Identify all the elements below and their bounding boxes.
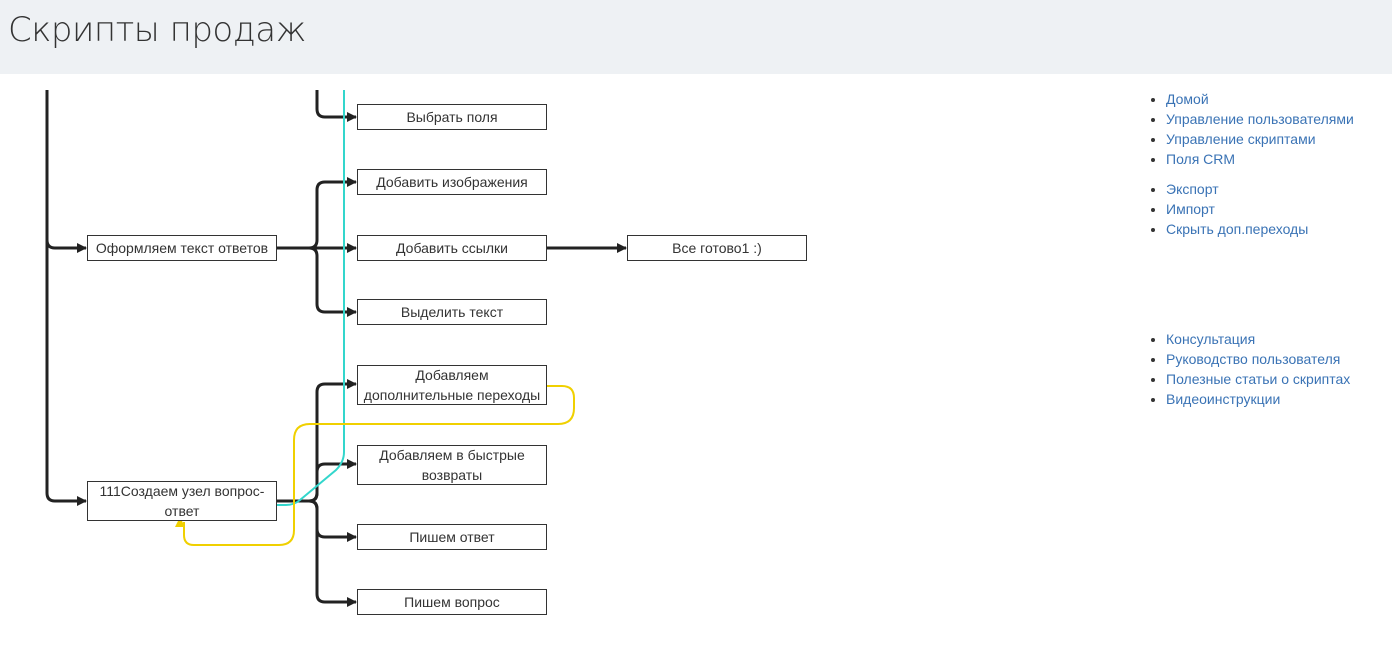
node-create-node[interactable]: 111Создаем узел вопрос-ответ (87, 481, 277, 521)
menu-link-home[interactable]: Домой (1166, 91, 1209, 107)
main-menu: Домой Управление пользователями Управлен… (1148, 89, 1354, 169)
menu-link-videos[interactable]: Видеоинструкции (1166, 391, 1281, 407)
edge-write-question (277, 499, 357, 607)
menu-item-articles: Полезные статьи о скриптах (1166, 369, 1350, 389)
menu-item-import: Импорт (1166, 199, 1308, 219)
menu-item-hide-transitions: Скрыть доп.переходы (1166, 219, 1308, 239)
tools-menu: Экспорт Импорт Скрыть доп.переходы (1148, 179, 1308, 239)
node-all-ready[interactable]: Все готово1 :) (627, 235, 807, 261)
page-title: Скрипты продаж (8, 10, 306, 50)
menu-link-consultation[interactable]: Консультация (1166, 331, 1256, 347)
page-header: Скрипты продаж (0, 0, 1392, 74)
menu-link-scripts[interactable]: Управление скриптами (1166, 131, 1316, 147)
node-add-links[interactable]: Добавить ссылки (357, 235, 547, 261)
menu-item-scripts: Управление скриптами (1166, 129, 1354, 149)
edge-highlight (277, 246, 357, 317)
menu-link-users[interactable]: Управление пользователями (1166, 111, 1354, 127)
node-add-images[interactable]: Добавить изображения (357, 169, 547, 195)
edge-trunk (45, 90, 87, 253)
edge-extra-yellow (175, 385, 575, 546)
node-format-answers[interactable]: Оформляем текст ответов (87, 235, 277, 261)
help-menu: Консультация Руководство пользователя По… (1148, 329, 1350, 409)
menu-link-hide-transitions[interactable]: Скрыть доп.переходы (1166, 221, 1309, 237)
menu-link-export[interactable]: Экспорт (1166, 181, 1219, 197)
edge-select-fields (315, 90, 357, 122)
menu-item-videos: Видеоинструкции (1166, 389, 1350, 409)
menu-link-import[interactable]: Импорт (1166, 201, 1215, 217)
node-add-quick-returns[interactable]: Добавляем в быстрые возвраты (357, 445, 547, 485)
menu-item-user-guide: Руководство пользователя (1166, 349, 1350, 369)
node-write-question[interactable]: Пишем вопрос (357, 589, 547, 615)
menu-item-export: Экспорт (1166, 179, 1308, 199)
node-write-answer[interactable]: Пишем ответ (357, 524, 547, 550)
menu-item-home: Домой (1166, 89, 1354, 109)
edge-quick-return-cyan (277, 90, 345, 506)
menu-item-users: Управление пользователями (1166, 109, 1354, 129)
menu-link-user-guide[interactable]: Руководство пользователя (1166, 351, 1341, 367)
menu-link-crm-fields[interactable]: Поля CRM (1166, 151, 1236, 167)
edge-trunk-lower (45, 240, 87, 506)
edge-quick-returns (277, 459, 357, 503)
menu-item-crm-fields: Поля CRM (1166, 149, 1354, 169)
menu-link-articles[interactable]: Полезные статьи о скриптах (1166, 371, 1351, 387)
node-select-fields[interactable]: Выбрать поля (357, 104, 547, 130)
menu-item-consultation: Консультация (1166, 329, 1350, 349)
node-highlight-text[interactable]: Выделить текст (357, 299, 547, 325)
node-add-extra-transitions[interactable]: Добавляем дополнительные переходы (357, 365, 547, 405)
